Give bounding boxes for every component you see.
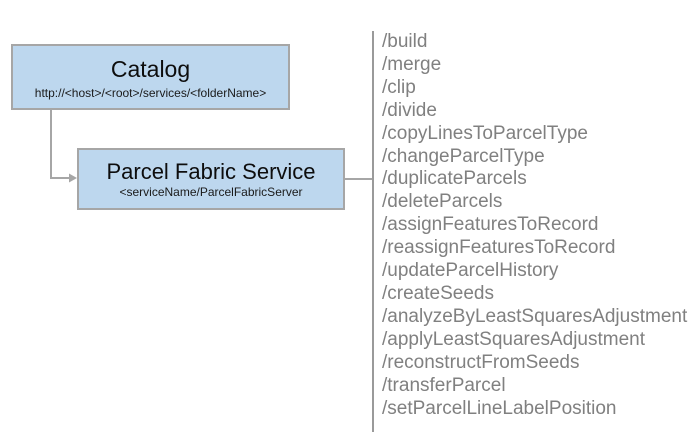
operation-item: /reassignFeaturesToRecord: [382, 237, 616, 259]
node-catalog-title: Catalog: [110, 55, 191, 82]
operation-item: /setParcelLineLabelPosition: [382, 397, 617, 419]
operation-item: /transferParcel: [382, 374, 506, 396]
operation-item: /analyzeByLeastSquaresAdjustment: [382, 305, 688, 327]
operation-item: /merge: [382, 53, 442, 75]
operation-item: /applyLeastSquaresAdjustment: [382, 328, 645, 350]
node-parcel-fabric-service-title: Parcel Fabric Service: [106, 158, 316, 184]
node-catalog-subtitle: http://<host>/<root>/services/<folderNam…: [34, 85, 267, 100]
operation-item: /clip: [382, 76, 416, 98]
connector-catalog-to-service-icon: [50, 110, 77, 183]
operation-item: /assignFeaturesToRecord: [382, 214, 599, 236]
operation-item: /deleteParcels: [382, 191, 503, 213]
node-parcel-fabric-service-subtitle: <serviceName/ParcelFabricServer: [119, 184, 303, 199]
node-catalog: Catalog http://<host>/<root>/services/<f…: [11, 44, 290, 110]
operation-item: /reconstructFromSeeds: [382, 351, 580, 373]
node-parcel-fabric-service: Parcel Fabric Service <serviceName/Parce…: [77, 148, 345, 210]
operations-list: /build /merge /clip /divide /copyLinesTo…: [372, 31, 687, 432]
operation-item: /duplicateParcels: [382, 168, 527, 190]
operation-item: /divide: [382, 99, 437, 121]
operation-item: /updateParcelHistory: [382, 260, 559, 282]
operation-item: /copyLinesToParcelType: [382, 122, 588, 144]
operation-item: /build: [382, 31, 428, 52]
operation-item: /createSeeds: [382, 282, 494, 304]
operation-item: /changeParcelType: [382, 145, 545, 167]
